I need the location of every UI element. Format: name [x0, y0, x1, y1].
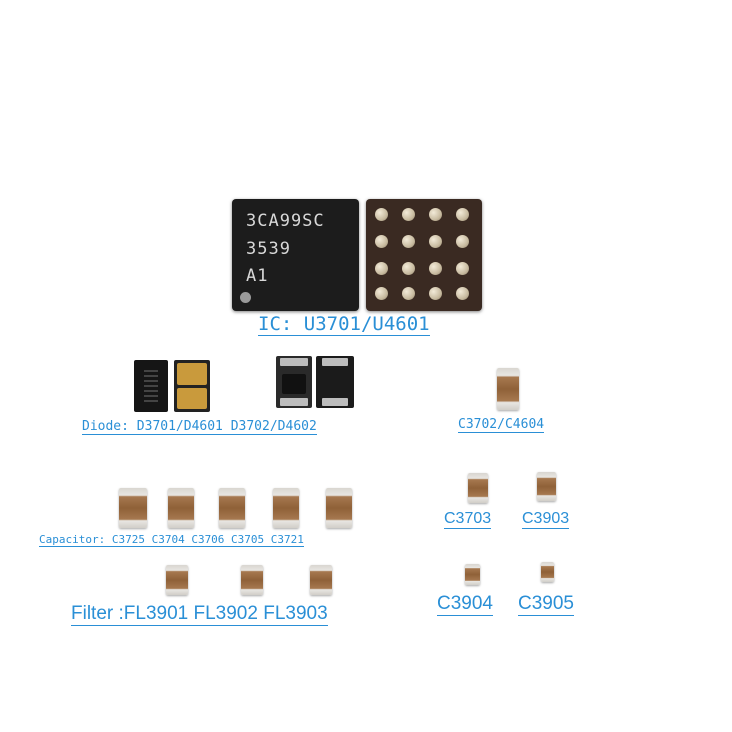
ic-marking-line2: 3539: [246, 239, 291, 259]
ic-label: IC: U3701/U4601: [258, 313, 430, 336]
capacitor-c3705: [273, 488, 299, 528]
filter-fl3901: [166, 565, 188, 595]
cap-c3905-label: C3905: [518, 593, 574, 616]
cap-c3903-label: C3903: [522, 510, 570, 529]
capacitor-c3702: [497, 368, 519, 410]
diode-label: Diode: D3701/D4601 D3702/D4602: [82, 419, 317, 436]
capacitor-c3721: [326, 488, 352, 528]
ic-marking-line1: 3CA99SC: [246, 211, 325, 231]
filter-label: Filter :FL3901 FL3902 FL3903: [71, 603, 328, 626]
ic-chip-bottom: [366, 199, 482, 311]
ic-marking-line3: A1: [246, 266, 269, 286]
diode-d3701-top: [134, 360, 168, 412]
capacitor-c3905: [541, 562, 554, 582]
cap-c3702-label: C3702/C4604: [458, 417, 545, 434]
diode-d3702-bottom: [316, 356, 354, 408]
filter-fl3903: [310, 565, 332, 595]
filter-fl3902: [241, 565, 263, 595]
cap-c3904-label: C3904: [437, 593, 493, 616]
capacitor-c3704: [168, 488, 194, 528]
capacitor-c3706: [219, 488, 245, 528]
capacitor-c3904: [465, 564, 480, 585]
capacitor-label: Capacitor: C3725 C3704 C3706 C3705 C3721: [39, 533, 304, 548]
capacitor-c3703: [468, 473, 488, 503]
capacitor-c3903: [537, 472, 556, 501]
diode-d3701-bottom: [174, 360, 210, 412]
ic-chip-top: 3CA99SC 3539 A1: [232, 199, 359, 311]
diode-d3702-top: [276, 356, 312, 408]
cap-c3703-label: C3703: [444, 510, 492, 529]
ic-pin1-dot: [240, 292, 251, 303]
capacitor-c3725: [119, 488, 147, 528]
